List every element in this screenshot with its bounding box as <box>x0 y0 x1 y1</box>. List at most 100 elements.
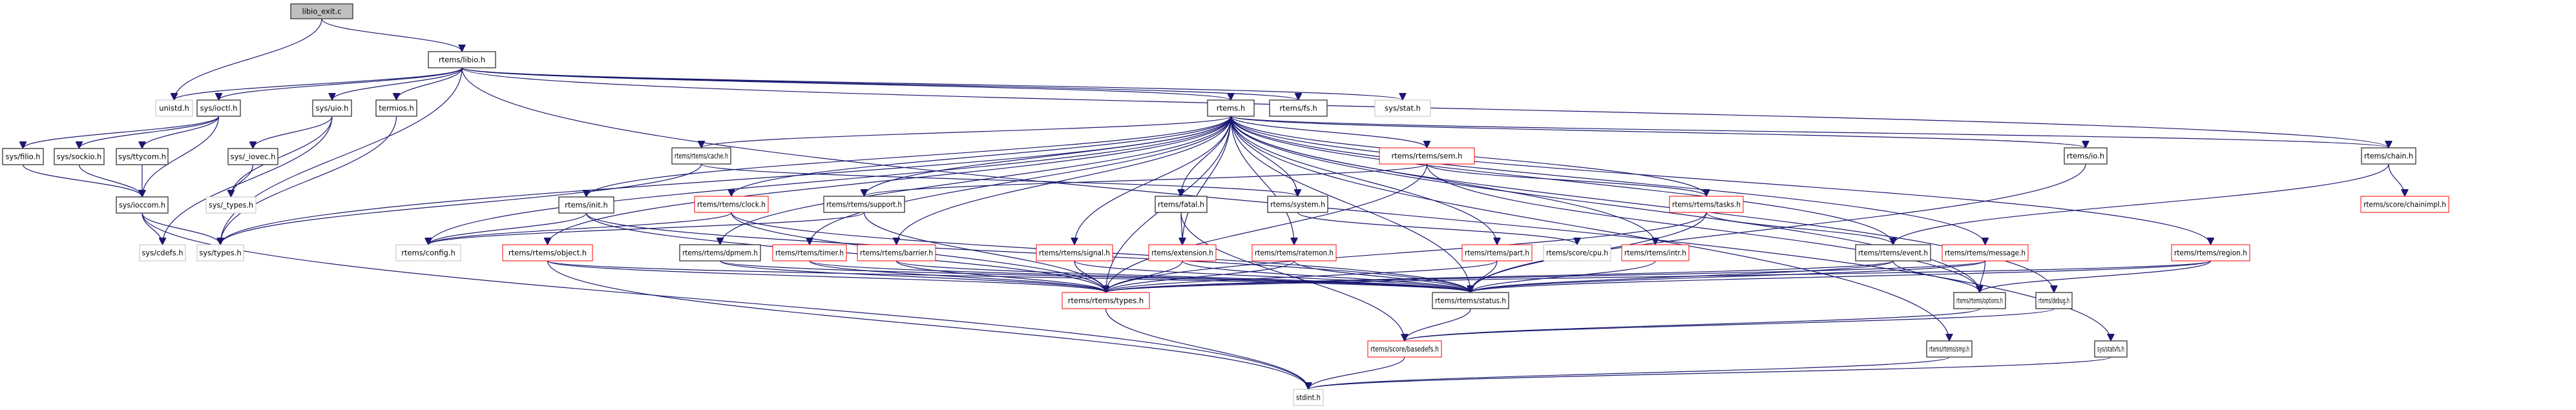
node-box <box>54 148 105 165</box>
node-box <box>1942 244 2029 261</box>
graph-node-part-h[interactable]: rtems/rtems/part.h <box>1461 244 1533 261</box>
node-label: rtems.h <box>1217 104 1245 113</box>
edge-region-h-to-status-h <box>1471 260 2212 293</box>
edge-cache-h-to-systypes-h <box>220 163 702 245</box>
node-label: rtems/rtems/tasks.h <box>1672 200 1741 209</box>
edge-rtems-h-to-object-h <box>548 116 1231 245</box>
edge-libio-h-to-fs-h <box>461 67 1299 101</box>
edge-init-h-to-config-h <box>428 212 587 245</box>
graph-node-io-h[interactable]: rtems/io.h <box>2064 147 2108 165</box>
graph-node-status-h[interactable]: rtems/rtems/status.h <box>1432 292 1509 309</box>
graph-node-rtems-h[interactable]: rtems.h <box>1207 99 1255 117</box>
node-box <box>671 147 731 165</box>
graph-node-ioctl-h[interactable]: sys/ioctl.h <box>196 99 241 117</box>
graph-node-sem-h[interactable]: rtems/rtems/sem.h <box>1379 147 1475 165</box>
edge-iovec-h-to--types-h <box>231 164 254 198</box>
graph-node-tasks-h[interactable]: rtems/rtems/tasks.h <box>1669 196 1744 213</box>
node-box <box>2 148 44 165</box>
graph-node-barrier-h[interactable]: rtems/rtems/barrier.h <box>857 244 936 261</box>
graph-node-statvfs-h[interactable]: sys/statvfs.h <box>2094 340 2128 358</box>
edge-ioctl-h-to-filio-h <box>23 116 220 149</box>
graph-node-sockio-h[interactable]: sys/sockio.h <box>54 148 105 165</box>
node-box <box>1148 244 1217 261</box>
node-box <box>1461 244 1533 261</box>
graph-node-termios-h[interactable]: termios.h <box>375 99 417 117</box>
graph-node-chainimpl-h[interactable]: rtems/score/chainimpl.h <box>2360 196 2449 213</box>
graph-node-event-h[interactable]: rtems/rtems/event.h <box>1855 244 1931 261</box>
edge-object-h-to-stdint-h <box>547 260 1309 389</box>
node-box <box>116 148 169 165</box>
graph-node-filio-h[interactable]: sys/filio.h <box>2 148 44 165</box>
graph-node-timer-h[interactable]: rtems/rtems/timer.h <box>772 244 847 261</box>
edge-rtems-h-to-signal-h <box>1074 116 1231 245</box>
edge-event-h-to-options-h <box>1892 260 1980 293</box>
edge-init-h-to-status-h <box>585 212 1471 293</box>
graph-node-ioccom-h[interactable]: sys/ioccom.h <box>116 196 169 214</box>
graph-node-message-h[interactable]: rtems/rtems/message.h <box>1942 244 2029 261</box>
node-box <box>1062 292 1150 309</box>
edge-timer-h-to-status-h <box>809 260 1471 293</box>
graph-node-cdefs-h: sys/cdefs.h <box>139 244 186 261</box>
graph-node-basedefs-h[interactable]: rtems/score/basedefs.h <box>1367 340 1442 358</box>
graph-node-uio-h[interactable]: sys/uio.h <box>312 99 352 117</box>
edge-chain-h-to-event-h <box>1893 163 2389 245</box>
graph-node-signal-h[interactable]: rtems/rtems/signal.h <box>1036 244 1113 261</box>
edge-smp-h-to-stdint-h <box>1308 356 1950 390</box>
graph-node-region-h[interactable]: rtems/rtems/region.h <box>2171 244 2250 261</box>
node-box <box>2035 292 2073 309</box>
edge-libio-h-to-unistd-h <box>174 67 463 101</box>
graph-node-intr-h[interactable]: rtems/rtems/intr.h <box>1621 244 1690 261</box>
edge-object-h-to-status-h <box>547 260 1471 293</box>
graph-node-ttycom-h[interactable]: sys/ttycom.h <box>116 148 169 165</box>
node-box <box>1379 147 1475 165</box>
edge-rtems-h-to-region-h <box>1230 116 2211 245</box>
graph-node-clock-h[interactable]: rtems/rtems/clock.h <box>694 196 769 213</box>
graph-node-extension-h[interactable]: rtems/extension.h <box>1148 244 1217 261</box>
graph-node-chain-h[interactable]: rtems/chain.h <box>2361 147 2416 165</box>
edge-chain-h-to-chainimpl-h <box>2388 163 2405 197</box>
graph-node-object-h[interactable]: rtems/rtems/object.h <box>502 244 593 261</box>
graph-node-libio-h[interactable]: rtems/libio.h <box>428 51 496 68</box>
edge-system-h-to-cpu-h <box>1297 212 1578 245</box>
graph-node-dpmem-h[interactable]: rtems/rtems/dpmem.h <box>679 244 761 261</box>
edge-region-h-to-options-h <box>1980 260 2212 293</box>
edge-cache-h-to-system-h <box>700 163 1298 197</box>
graph-node-cpu-h: rtems/score/cpu.h <box>1543 244 1611 261</box>
node-box <box>1036 244 1113 261</box>
graph-node-types-h[interactable]: rtems/rtems/types.h <box>1062 292 1150 309</box>
node-box <box>428 51 496 68</box>
node-label: rtems/io.h <box>2067 152 2104 161</box>
node-label: rtems/rtems/types.h <box>1068 296 1144 305</box>
node-label: rtems/rtems/region.h <box>2174 249 2247 258</box>
node-label: sys/_types.h <box>209 201 253 210</box>
node-box <box>1207 99 1255 117</box>
graph-node-system-h[interactable]: rtems/system.h <box>1267 196 1328 213</box>
edge-rtems-h-to-dpmem-h <box>720 116 1231 245</box>
graph-node-iovec-h[interactable]: sys/_iovec.h <box>227 148 278 165</box>
graph-node-fatal-h[interactable]: rtems/fatal.h <box>1155 196 1208 213</box>
edge-status-h-to-basedefs-h <box>1405 308 1471 342</box>
node-box <box>694 196 769 213</box>
edge-clock-h-to-config-h <box>428 212 732 245</box>
graph-node-smp-h[interactable]: rtems/rtems/smp.h <box>1926 340 1973 358</box>
node-box <box>196 99 241 117</box>
graph-node-cache-h[interactable]: rtems/rtems/cache.h <box>671 147 731 165</box>
graph-node-support-h[interactable]: rtems/rtems/support.h <box>823 196 905 213</box>
edge-types-h-to-stdint-h <box>1105 308 1309 389</box>
graph-node-debug-h[interactable]: rtems/debug.h <box>2035 292 2073 309</box>
edge-ioccom-h-to-systypes-h <box>141 212 220 245</box>
graph-node-libio-exit-c[interactable]: libio_exit.c <box>290 3 353 19</box>
graph-node-init-h[interactable]: rtems/init.h <box>558 196 614 214</box>
graph-node--types-h: sys/_types.h <box>205 196 257 214</box>
graph-node-systypes-h: sys/types.h <box>196 244 244 261</box>
node-box <box>1293 389 1324 406</box>
graph-node-fs-h[interactable]: rtems/fs.h <box>1269 99 1328 117</box>
node-box <box>1432 292 1509 309</box>
graph-node-ratemon-h[interactable]: rtems/rtems/ratemon.h <box>1251 244 1337 261</box>
graph-node-options-h[interactable]: rtems/rtems/options.h <box>1953 292 2006 309</box>
node-label: sys/filio.h <box>5 152 40 161</box>
edge-region-h-to-types-h <box>1106 260 2212 293</box>
node-label: sys/stat.h <box>1385 104 1421 113</box>
node-box <box>2361 147 2416 165</box>
graph-node-unistd-h: unistd.h <box>155 99 193 117</box>
